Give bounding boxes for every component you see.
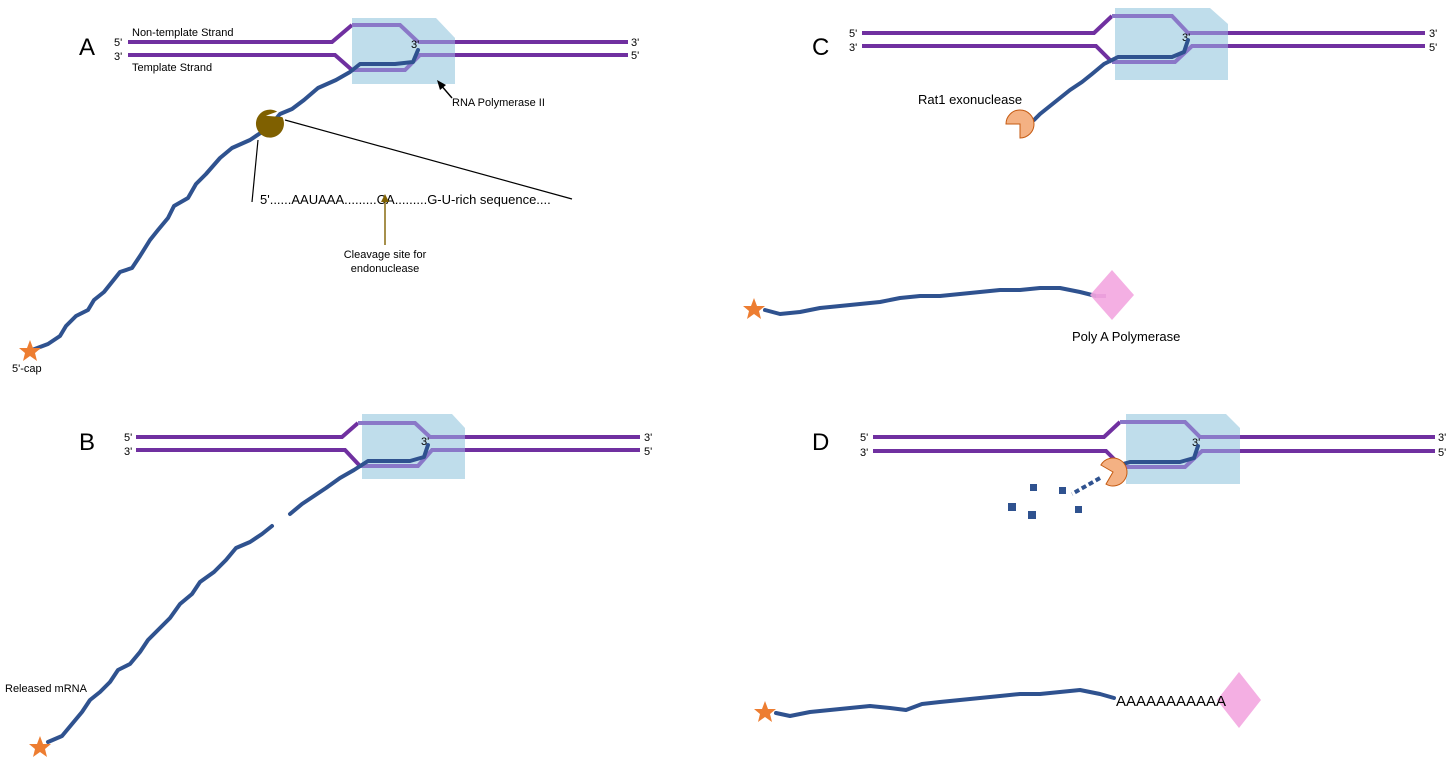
panel-d-mrna [774,688,1116,718]
panel-c-nontemplate-strand-left [862,14,1114,35]
panel-a-bottom-right-end: 5' [631,50,639,62]
rat1-exonuclease-icon-d [1100,457,1128,487]
panel-b-top-right-end: 3' [644,432,652,444]
panel-d-bottom-left-end: 3' [860,447,868,459]
panel-b-rna-3prime: 3' [421,436,429,448]
cap-star-icon [19,340,41,361]
panel-d-top-left-end: 5' [860,432,868,444]
panel-a-nontemplate-label: Non-template Strand [132,27,234,39]
panel-b-released-label: Released mRNA [5,683,88,695]
panel-a-zoom-line-right [284,119,573,200]
panel-b: B 5' 3' 3' 5' 3' Released mRNA [5,414,652,757]
degrading-rna-fragment [1071,476,1101,496]
panel-a-cleavage-label-1: Cleavage site for [344,249,427,261]
panel-c: C 5' 3' 3' 5' 3' Rat1 exonuclease Poly A… [743,8,1437,344]
polyA-tail: AAAAAAAAAAA [1116,693,1226,710]
cap-star-icon-d [754,701,776,722]
panel-d-nontemplate-strand-bubble [1120,420,1240,439]
cap-star-icon-b [29,736,51,757]
panel-d-letter: D [812,429,829,456]
nucleotide-fragment-icon [1075,506,1082,513]
polymerase-pointer-head [437,80,446,90]
panel-a-bottom-left-end: 3' [114,51,122,63]
panel-a-nontemplate-strand-left [128,23,354,44]
panel-a-template-label: Template Strand [132,62,212,74]
panel-a-sequence: 5'......AAUAAA.........CA.........G-U-ri… [260,192,551,207]
nucleotide-fragment-icon [1008,503,1016,511]
nucleotide-fragment-icon [1030,484,1037,491]
panel-d-rna-3prime: 3' [1192,437,1200,449]
panel-a-zoom-line-left [251,139,259,203]
panel-c-polyA-polymerase-label: Poly A Polymerase [1072,329,1180,344]
panel-a-top-left-end: 5' [114,37,122,49]
panel-d: D 5' 3' 3' 5' 3' AAAAAAAAAAA [754,414,1446,728]
nucleotide-fragment-icon [1028,511,1036,519]
panel-a-top-right-end: 3' [631,37,639,49]
panel-c-rna-residual [1032,38,1190,122]
panel-c-template-strand-left [862,44,1114,64]
panel-b-top-left-end: 5' [124,432,132,444]
panel-a-cleavage-label-2: endonuclease [351,263,420,275]
panel-c-top-right-end: 3' [1429,28,1437,40]
panel-a-polymerase-label: RNA Polymerase II [452,97,545,109]
panel-a-cap-label: 5'-cap [12,363,42,375]
panel-b-template-strand-left [136,448,362,468]
polyA-polymerase-icon-d [1217,672,1261,728]
panel-c-bottom-left-end: 3' [849,42,857,54]
cleavage-arrow-head [381,194,389,202]
panel-c-rna-3prime: 3' [1182,32,1190,44]
panel-a-letter: A [79,34,95,61]
panel-b-letter: B [79,429,95,456]
panel-d-top-right-end: 3' [1438,432,1446,444]
polyA-polymerase-icon [1090,270,1134,320]
panel-b-nontemplate-strand-bubble [358,421,465,439]
cap-star-icon-c [743,298,765,319]
panel-a: A Non-template Strand Template Strand 5'… [12,18,639,375]
panel-a-template-strand-left [128,53,354,72]
panel-a-rna-transcript [30,48,420,352]
panel-b-bottom-right-end: 5' [644,446,652,458]
panel-c-nontemplate-strand-bubble [1112,14,1228,35]
panel-b-rna-attached [288,443,430,516]
panel-c-top-left-end: 5' [849,28,857,40]
panel-b-released-mrna [46,524,274,744]
panel-d-template-strand-left [873,449,1124,469]
panel-c-mrna [763,286,1098,316]
cpsf-complex-icon [256,109,284,138]
panel-d-nontemplate-strand-left [873,420,1122,439]
panel-a-nontemplate-strand-bubble [352,23,420,44]
panel-a-rna-3prime: 3' [411,39,419,51]
nucleotide-fragment-icon [1059,487,1066,494]
panel-c-rat1-label: Rat1 exonuclease [918,92,1022,107]
panel-c-letter: C [812,34,829,61]
panel-d-rna-residual [1114,444,1200,468]
panel-d-bottom-right-end: 5' [1438,447,1446,459]
panel-b-bottom-left-end: 3' [124,446,132,458]
rat1-exonuclease-icon [1005,109,1035,139]
panel-b-nontemplate-strand-left [136,421,360,439]
panel-c-bottom-right-end: 5' [1429,42,1437,54]
panel-a-rna-polymerase-ii [352,18,455,84]
